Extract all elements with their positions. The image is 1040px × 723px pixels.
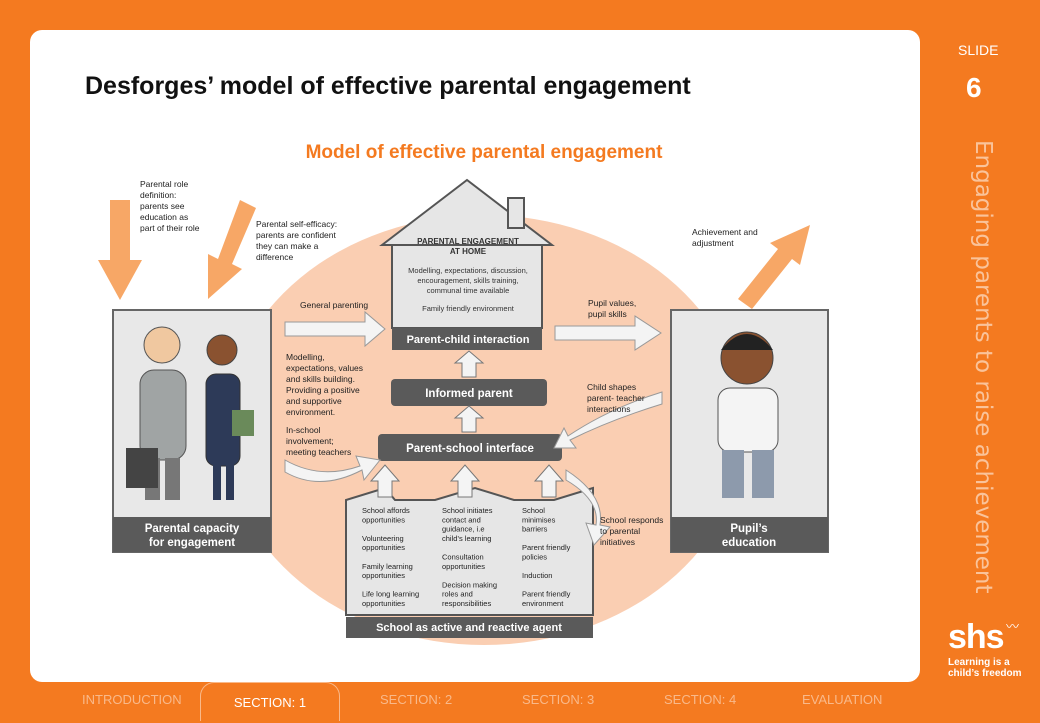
school-col1-line: opportunities	[362, 571, 405, 580]
school-agent-label: School as active and reactive agent	[376, 622, 562, 634]
role-def-1: Parental role	[140, 179, 188, 189]
school-col3-line: environment	[522, 599, 564, 608]
school-col3-line: policies	[522, 553, 547, 562]
school-col2-line: contact and	[442, 515, 481, 524]
role-def-3: parents see	[140, 201, 185, 211]
tab-section-1[interactable]: SECTION: 1	[200, 682, 340, 721]
role-def-2: definition:	[140, 190, 176, 200]
tab-evaluation[interactable]: EVALUATION	[802, 692, 883, 707]
self-efficacy-2: parents are confident	[256, 230, 336, 240]
modelling-1: Modelling,	[286, 352, 325, 362]
school-responds-1: School responds	[600, 515, 663, 525]
course-title: Engaging parents to raise achievement	[970, 140, 996, 594]
bird-icon: 〰	[1006, 619, 1020, 634]
parents-illustration	[126, 326, 254, 500]
home-body-3: communal time available	[427, 286, 510, 295]
modelling-2: expectations, values	[286, 363, 363, 373]
school-col2-line: Consultation	[442, 553, 484, 562]
school-col3-line: Induction	[522, 571, 552, 580]
left-panel-label-2: for engagement	[149, 537, 235, 549]
school-col1-line: opportunities	[362, 543, 405, 552]
school-col3-line: Parent friendly	[522, 590, 571, 599]
modelling-3: and skills building.	[286, 374, 355, 384]
school-col1-line: School affords	[362, 506, 410, 515]
tab-section-4[interactable]: SECTION: 4	[664, 692, 737, 707]
input-arrows	[98, 200, 810, 309]
school-responds-2: to parental	[600, 526, 640, 536]
achievement-1: Achievement and	[692, 227, 758, 237]
school-col2-line: roles and	[442, 590, 473, 599]
logo-wordmark: shs	[948, 618, 1005, 656]
school-agent-box: School as active and reactive agent	[345, 486, 594, 638]
school-col3-line: barriers	[522, 525, 548, 534]
tab-section-3[interactable]: SECTION: 3	[522, 692, 595, 707]
home-body-4: Family friendly environment	[422, 304, 515, 313]
child-shapes-3: interactions	[587, 404, 630, 414]
school-responds-3: initiatives	[600, 537, 635, 547]
pupil-values-2: pupil skills	[588, 309, 627, 319]
section-nav: INTRODUCTION SECTION: 1 SECTION: 2 SECTI…	[0, 682, 1040, 721]
up-arrows	[369, 350, 565, 498]
parent-school-interface-box: Parent-school interface	[378, 434, 562, 461]
in-school-3: meeting teachers	[286, 447, 351, 457]
school-col2-line: child’s learning	[442, 534, 491, 543]
page-title: Desforges’ model of effective parental e…	[85, 72, 691, 100]
school-col2-line: opportunities	[442, 562, 485, 571]
modelling-5: and supportive	[286, 396, 342, 406]
school-col1-line: Volunteering	[362, 534, 404, 543]
right-panel-label-2: education	[722, 537, 776, 549]
school-col2-line: School initiates	[442, 506, 493, 515]
pupil-illustration	[717, 331, 779, 498]
home-title-2: AT HOME	[450, 247, 487, 256]
self-efficacy-1: Parental self-efficacy:	[256, 219, 337, 229]
school-col1-line: opportunities	[362, 515, 405, 524]
school-col2-line: Decision making	[442, 580, 497, 589]
home-title-1: PARENTAL ENGAGEMENT	[417, 237, 519, 246]
home-body-2: encouragement, skills training,	[417, 276, 518, 285]
tab-section-2[interactable]: SECTION: 2	[380, 692, 453, 707]
informed-parent-label: Informed parent	[425, 388, 513, 400]
role-def-4: education as	[140, 212, 188, 222]
modelling-4: Providing a positive	[286, 385, 360, 395]
right-panel-label-1: Pupil’s	[730, 523, 767, 535]
school-col2-line: guidance, i.e	[442, 525, 485, 534]
parent-school-interface-label: Parent-school interface	[406, 443, 534, 455]
school-col3-line: minimises	[522, 515, 556, 524]
school-col1-line: opportunities	[362, 599, 405, 608]
pupil-values-1: Pupil values,	[588, 298, 636, 308]
school-col2-line: responsibilities	[442, 599, 491, 608]
slide-label: SLIDE	[958, 42, 999, 58]
school-col1-line: Family learning	[362, 562, 413, 571]
child-shapes-2: parent- teacher	[587, 393, 645, 403]
shs-logo: shs 〰 Learning is a child’s freedom	[948, 618, 1022, 679]
diagram-title: Model of effective parental engagement	[306, 142, 664, 163]
parent-child-interaction: Parent-child interaction	[407, 334, 530, 346]
general-parenting: General parenting	[300, 300, 368, 310]
right-panel: Pupil’s education	[670, 309, 829, 553]
modelling-6: environment.	[286, 407, 335, 417]
left-panel-label-1: Parental capacity	[145, 523, 240, 535]
home-box	[379, 178, 555, 350]
flow-arrows	[284, 310, 663, 546]
child-shapes-1: Child shapes	[587, 382, 636, 392]
left-panel: Parental capacity for engagement	[112, 309, 272, 553]
self-efficacy-3: they can make a	[256, 241, 319, 251]
flow-labels: Parental role definition: parents see ed…	[140, 179, 758, 547]
in-school-2: involvement;	[286, 436, 334, 446]
self-efficacy-4: difference	[256, 252, 293, 262]
role-def-5: part of their role	[140, 223, 200, 233]
school-columns: School affordsopportunitiesVolunteeringo…	[362, 506, 571, 608]
logo-tagline-2: child’s freedom	[948, 668, 1022, 679]
informed-parent-box: Informed parent	[391, 379, 547, 406]
school-col1-line: Life long learning	[362, 590, 419, 599]
in-school-1: In-school	[286, 425, 321, 435]
school-col3-line: Parent friendly	[522, 543, 571, 552]
tab-introduction[interactable]: INTRODUCTION	[82, 692, 182, 707]
logo-tagline-1: Learning is a	[948, 657, 1010, 668]
slide-number: 6	[966, 72, 982, 103]
achievement-2: adjustment	[692, 238, 734, 248]
home-body-1: Modelling, expectations, discussion,	[408, 266, 528, 275]
school-col3-line: School	[522, 506, 545, 515]
